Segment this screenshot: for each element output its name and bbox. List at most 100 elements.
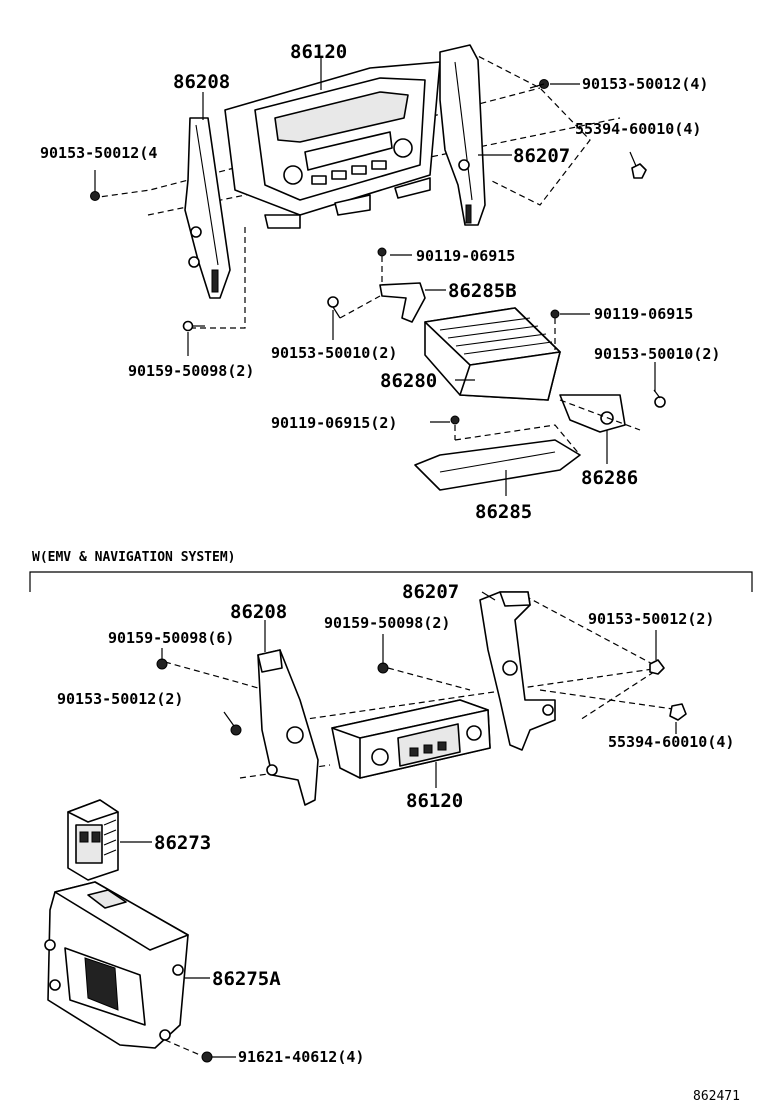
ecu-86275a	[44, 881, 213, 1063]
label-nut-right-lower: 55394-60010(4)	[608, 733, 734, 751]
bracket-86285b	[327, 247, 426, 323]
radio-button-4	[371, 160, 387, 170]
nut-top-right	[629, 151, 647, 179]
label-86207-upper: 86207	[513, 145, 570, 167]
screw-center-lower	[377, 662, 389, 674]
label-86286: 86286	[581, 467, 638, 489]
radio-tab-1	[264, 214, 301, 229]
bracket-86208-lower-body	[257, 649, 319, 806]
amplifier-86280	[424, 307, 561, 401]
upper-dashline-screw	[190, 225, 246, 329]
amp-fins	[439, 317, 553, 355]
bracket-86208-upper	[184, 117, 231, 299]
label-86208-lower: 86208	[230, 601, 287, 623]
bracket-86285-edge	[439, 451, 556, 473]
bracket-86286	[559, 389, 666, 433]
amp-front	[459, 351, 561, 401]
label-86208-upper: 86208	[173, 71, 230, 93]
label-bolt-top-right: 90153-50012(4)	[582, 75, 708, 93]
label-screw-left-lower: 90159-50098(6)	[108, 629, 234, 647]
radio-86120	[224, 61, 441, 229]
label-bolt-ecu: 91621-40612(4)	[238, 1048, 364, 1066]
screw-amp-left	[327, 296, 341, 319]
label-86280: 86280	[380, 370, 437, 392]
label-screw-right: 90119-06915	[594, 305, 693, 323]
bolt-right-amp	[653, 389, 666, 408]
screw-bracket-bottom	[182, 320, 205, 332]
bracket-86286-body	[559, 394, 626, 433]
radio-tab-3	[394, 177, 431, 199]
bracket-86208-slot	[211, 269, 219, 293]
radio-tab-2	[334, 194, 371, 216]
radio-button-1	[311, 175, 327, 185]
bracket-86207-edge	[454, 61, 473, 201]
label-bolt-right-lower: 90153-50012(2)	[588, 610, 714, 628]
label-screw-bottom: 90119-06915(2)	[271, 414, 397, 432]
label-86120-upper: 86120	[290, 41, 347, 63]
label-bolt-left-amp: 90153-50010(2)	[271, 344, 397, 362]
bolt-left-lower	[223, 711, 242, 736]
bracket-86285b-body	[379, 282, 426, 323]
bracket-86208-hole-1	[190, 226, 202, 238]
lower-dash-4	[299, 667, 661, 721]
radio-knob-left	[283, 165, 303, 185]
reference-code: 862471	[693, 1089, 740, 1104]
module-86273-pins	[103, 819, 117, 856]
bracket-86207-body	[439, 44, 486, 226]
bracket-86207-slot	[465, 204, 472, 224]
bracket-86208-lower	[257, 649, 319, 806]
lower-dash-3	[387, 667, 471, 691]
ecu-top	[54, 881, 189, 951]
label-nut-top-right: 55394-60010(4)	[575, 120, 701, 138]
bracket-86208-hole-2	[188, 256, 200, 268]
bracket-86207-lower	[479, 591, 556, 751]
label-86273: 86273	[154, 832, 211, 854]
bolt-right-lower	[649, 659, 665, 675]
radio-lower-knob-left	[371, 748, 389, 766]
label-86275a: 86275A	[212, 968, 281, 990]
radio-86120-lower	[331, 699, 491, 779]
bracket-86207-hole	[458, 159, 470, 171]
bracket-86208-body	[184, 117, 231, 299]
lower-dash-6	[539, 689, 681, 711]
radio-button-3	[351, 165, 367, 175]
upper-dashline-right	[469, 51, 591, 206]
nut-right-lower	[669, 703, 687, 721]
label-bolt-right-amp: 90153-50010(2)	[594, 345, 720, 363]
bracket-86285	[414, 415, 581, 491]
label-86285b: 86285B	[448, 280, 517, 302]
module-86273-top	[67, 799, 119, 823]
radio-button-2	[331, 170, 347, 180]
bracket-86208-edge	[195, 124, 219, 266]
label-86207-lower: 86207	[402, 581, 459, 603]
bolt-ecu	[201, 1051, 213, 1063]
radio-lower-knob-right	[466, 725, 482, 741]
radio-display	[274, 91, 409, 143]
label-screw-86285b: 90119-06915	[416, 247, 515, 265]
lower-assembly: 86207 86208 90159-50098(6) 90159-50098(2…	[44, 581, 734, 1066]
section-bracket-line	[29, 571, 753, 592]
label-bolt-left: 90153-50012(4	[40, 144, 157, 162]
module-86273-face	[75, 824, 103, 864]
bracket-86285-body	[414, 439, 581, 491]
label-bolt-left-lower: 90153-50012(2)	[57, 690, 183, 708]
bolt-top-right	[529, 79, 549, 89]
section-label: W(EMV & NAVIGATION SYSTEM)	[32, 550, 236, 565]
label-86120-lower: 86120	[406, 790, 463, 812]
ecu-top-window	[87, 889, 127, 909]
label-screw-bracket: 90159-50098(2)	[128, 362, 254, 380]
screw-left-lower	[156, 658, 168, 670]
radio-knob-right	[393, 138, 413, 158]
leader-86207-lower	[481, 591, 496, 601]
upper-assembly: 86120 86208 86207 90153-50012(4) 55394-6…	[40, 41, 720, 523]
label-86285: 86285	[475, 501, 532, 523]
bracket-86207-lower-body	[479, 591, 556, 751]
bracket-86285-dash	[454, 424, 581, 456]
bolt-left	[90, 170, 100, 201]
bracket-86207-upper	[439, 44, 486, 226]
screw-bottom	[450, 415, 460, 425]
module-86273	[67, 799, 119, 881]
radio-cassette-slot	[304, 131, 393, 171]
